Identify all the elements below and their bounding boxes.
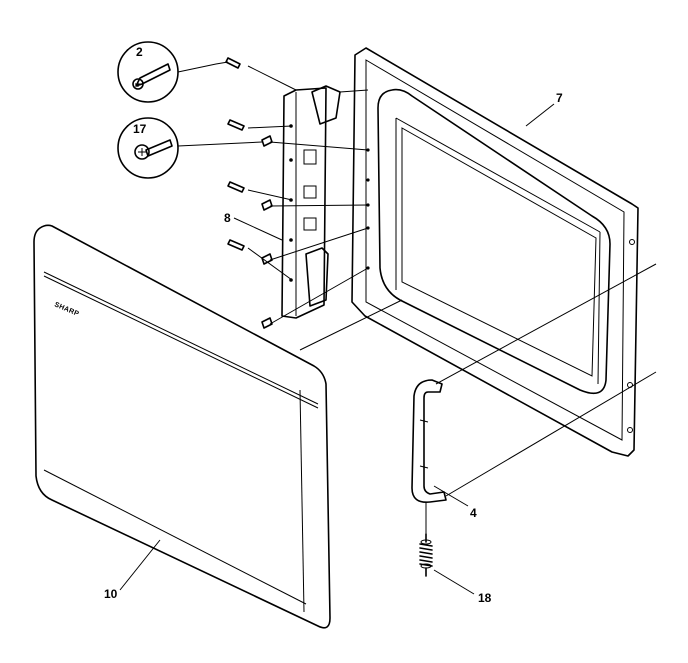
screw-icon [227,181,273,211]
callout-4: 4 [470,506,477,520]
callout-8: 8 [224,211,231,225]
inner-door-frame [351,47,639,457]
callout-10: 10 [104,587,118,601]
callout-17: 17 [133,122,147,136]
callout-circle-17 [117,117,179,179]
callout-2: 2 [136,45,143,59]
callout-7: 7 [556,91,563,105]
screw-set [225,57,273,329]
spring-icon [419,533,433,577]
brand-label: SHARP [53,301,80,318]
callout-labels: 2 17 7 8 4 10 18 [104,45,563,605]
latch-strip [281,85,341,319]
leader-lines [119,61,657,595]
callout-circle-2 [117,41,179,103]
door-lever [411,379,447,534]
screw-icon [225,57,241,69]
callout-18: 18 [478,591,492,605]
outer-door-panel: SHARP [33,224,331,629]
screw-icon [261,317,273,329]
screw-icon [227,239,273,265]
